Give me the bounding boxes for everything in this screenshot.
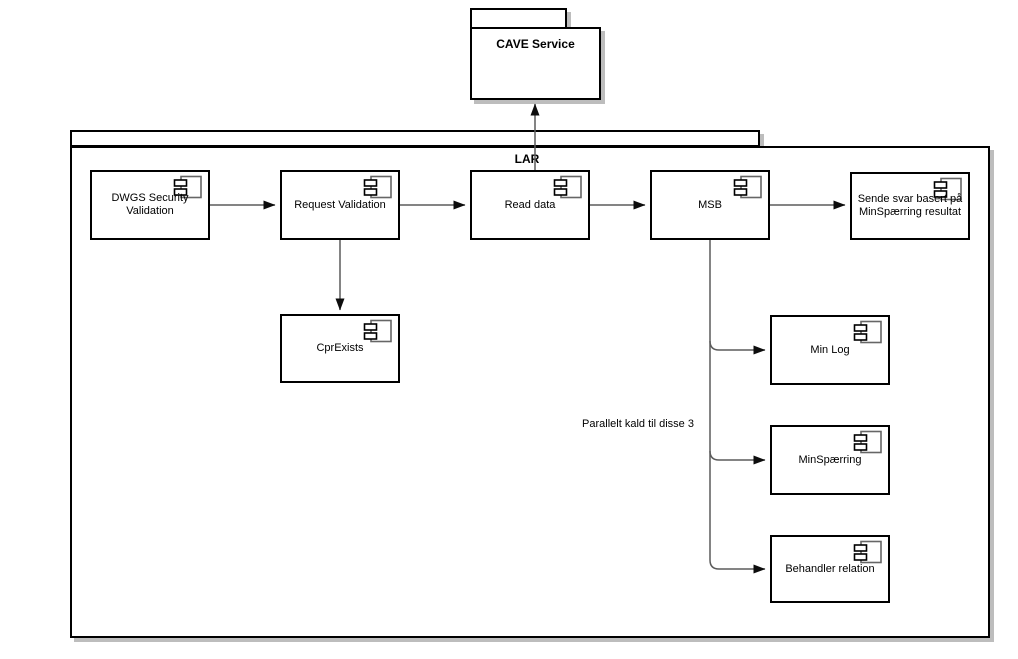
uml-component-icon — [853, 430, 883, 460]
component-sende-svar: Sende svar basert på MinSpærring resulta… — [850, 172, 970, 240]
uml-component-icon — [363, 319, 393, 349]
component-label: Sende svar basert på MinSpærring resulta… — [857, 193, 963, 218]
component-label: MSB — [698, 198, 722, 211]
uml-component-icon — [733, 175, 763, 205]
component-request-validation: Request Validation — [280, 170, 400, 240]
package-cave-service: CAVE Service — [470, 27, 601, 100]
component-label: DWGS Security Validation — [111, 192, 189, 217]
component-msb: MSB — [650, 170, 770, 240]
component-label: Read data — [504, 198, 556, 211]
component-label: CprExists — [316, 342, 364, 354]
uml-component-icon — [853, 320, 883, 350]
component-label: Request Validation — [294, 198, 386, 211]
uml-component-icon — [933, 177, 963, 207]
package-lar-title: LAR — [514, 152, 540, 166]
package-cave-service-title: CAVE Service — [496, 37, 575, 51]
component-cpr-exists: CprExists — [280, 314, 400, 383]
uml-component-icon — [173, 175, 203, 205]
component-dwgs-security-validation: DWGS Security Validation — [90, 170, 210, 240]
package-lar-tab — [70, 130, 760, 147]
component-label: Behandler relation — [785, 562, 875, 575]
uml-component-icon — [853, 540, 883, 570]
component-label: MinSpærring — [798, 453, 862, 466]
component-behandler-relation: Behandler relation — [770, 535, 890, 603]
component-min-log: Min Log — [770, 315, 890, 385]
uml-component-icon — [363, 175, 393, 205]
component-read-data: Read data — [470, 170, 590, 240]
component-label: Min Log — [810, 343, 850, 356]
component-min-spaerring: MinSpærring — [770, 425, 890, 495]
uml-component-icon — [553, 175, 583, 205]
annotation-parallel-calls: Parallelt kald til disse 3 — [582, 418, 694, 430]
package-cave-service-tab — [470, 8, 567, 29]
